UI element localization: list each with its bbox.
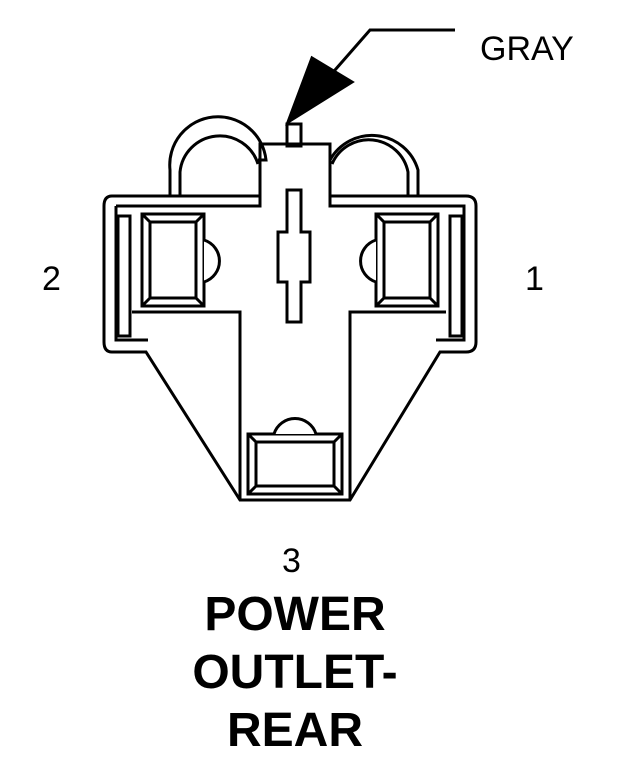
wire-leader-line [285, 28, 455, 126]
left-rail [116, 214, 132, 338]
wire-color-label: GRAY [480, 30, 574, 68]
wire-terminal [285, 122, 303, 148]
title-line-2: OUTLET- [192, 646, 398, 699]
pin-2-label: 2 [42, 260, 61, 298]
pin-3-cavity [246, 417, 344, 496]
center-cross-area [132, 310, 446, 500]
pin-3-label: 3 [282, 542, 301, 580]
center-key-slot [276, 188, 312, 324]
title-line-1: POWER [204, 588, 386, 641]
connector-inner-outline [114, 146, 466, 342]
pin-1-label: 1 [525, 260, 544, 298]
right-rail [448, 214, 464, 338]
diagram-title: POWER OUTLET- REAR [0, 586, 590, 760]
latch-loops [168, 115, 420, 196]
pin-1-cavity [359, 212, 440, 308]
title-line-3: REAR [226, 704, 363, 757]
pin-2-cavity [140, 212, 221, 308]
